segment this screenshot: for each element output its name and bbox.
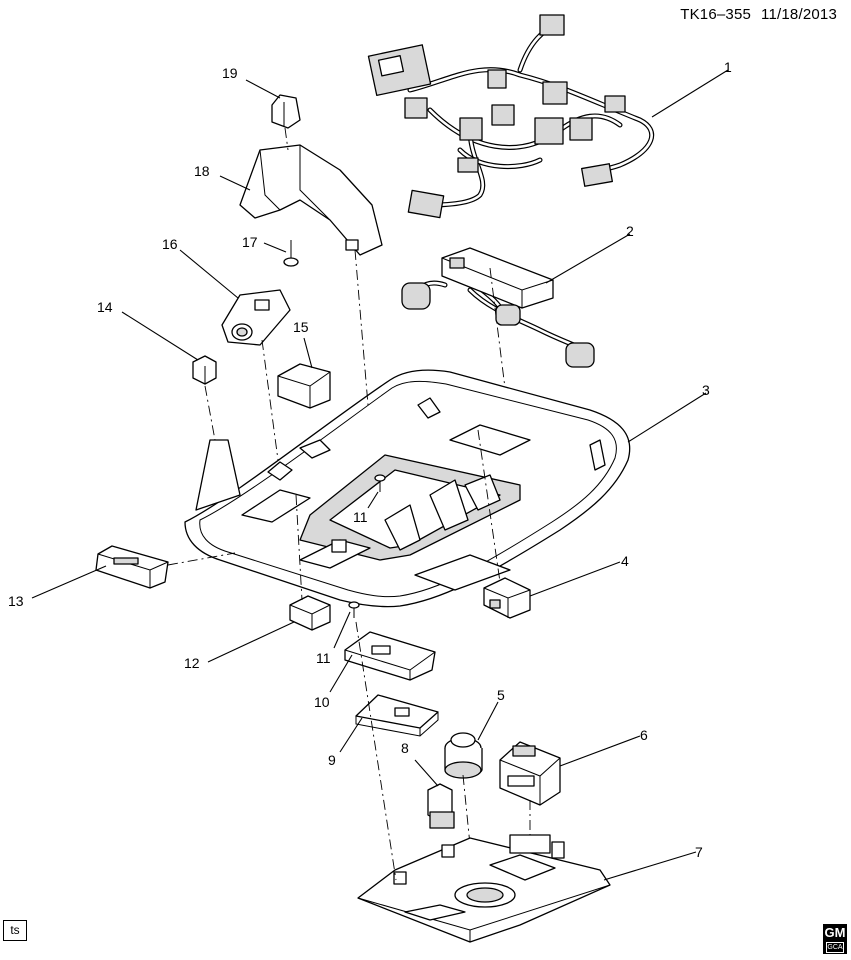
lamp-16 — [221, 289, 291, 346]
lamp-12 — [289, 595, 331, 631]
callout-9: 9 — [328, 752, 336, 768]
callout-3: 3 — [702, 382, 710, 398]
lamp-13 — [95, 545, 169, 589]
clip-19 — [271, 94, 301, 129]
callout-10: 10 — [314, 694, 330, 710]
bracket-18 — [239, 144, 383, 256]
gm-logo-sub: GCA — [826, 942, 844, 953]
clip-14 — [192, 355, 217, 385]
switch-5 — [444, 732, 483, 779]
diagram-date: 11/18/2013 — [761, 6, 837, 23]
callout-1: 1 — [724, 59, 732, 75]
callout-11-upper: 11 — [353, 509, 368, 525]
lamp-8 — [427, 783, 455, 829]
gm-logo: GM GCA — [823, 924, 847, 954]
bracket-10 — [344, 631, 436, 681]
callout-19: 19 — [222, 65, 238, 81]
console-7 — [357, 834, 611, 943]
callout-6: 6 — [640, 727, 648, 743]
screw-17 — [283, 240, 299, 267]
screw-11 — [348, 474, 386, 618]
callout-12: 12 — [184, 655, 200, 671]
module-harness — [401, 247, 595, 368]
ts-badge: ts — [3, 920, 27, 941]
callout-15: 15 — [293, 319, 309, 335]
callout-2: 2 — [626, 223, 634, 239]
callout-8: 8 — [401, 740, 409, 756]
module-6 — [499, 741, 561, 806]
callout-14: 14 — [97, 299, 113, 315]
callout-16: 16 — [162, 236, 178, 252]
bracket-9 — [355, 694, 439, 737]
callout-13: 13 — [8, 593, 24, 609]
callout-4: 4 — [621, 553, 629, 569]
callout-17: 17 — [242, 234, 258, 250]
callout-11-lower: 11 — [316, 650, 331, 666]
wiring-harness — [367, 14, 655, 219]
bracket-15 — [277, 363, 331, 409]
callout-5: 5 — [497, 687, 505, 703]
callout-18: 18 — [194, 163, 210, 179]
gm-logo-main: GM — [824, 925, 846, 940]
headliner-panel — [184, 369, 631, 608]
callout-7: 7 — [695, 844, 703, 860]
diagram-header: TK16–355 11/18/2013 — [680, 6, 837, 23]
lamp-4 — [483, 577, 531, 619]
diagram-code: TK16–355 — [680, 6, 752, 23]
